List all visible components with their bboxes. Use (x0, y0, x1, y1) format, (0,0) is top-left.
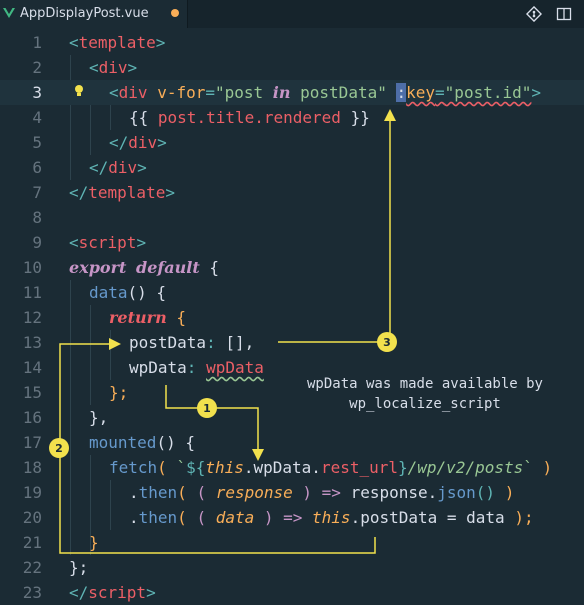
lightbulb-icon[interactable] (73, 84, 85, 98)
line-number: 15 (22, 383, 42, 402)
indent-guide (110, 105, 111, 130)
git-compare-icon[interactable] (526, 6, 542, 22)
line-number: 18 (22, 458, 42, 477)
code-line[interactable]: mounted() { (89, 433, 195, 452)
code-line[interactable]: }; (69, 558, 89, 577)
editor-tab[interactable]: AppDisplayPost.vue (0, 0, 188, 28)
code-line[interactable]: <script> (69, 233, 147, 252)
tab-bar: AppDisplayPost.vue (0, 0, 584, 28)
line-number: 9 (32, 233, 42, 252)
code-line[interactable]: </script> (69, 583, 156, 602)
code-line[interactable]: </div> (109, 133, 167, 152)
code-line[interactable]: </template> (69, 183, 175, 202)
code-line[interactable]: <template> (69, 33, 166, 52)
indent-guide (90, 80, 91, 155)
line-number: 7 (32, 183, 42, 202)
code-line[interactable]: export default { (69, 258, 220, 277)
code-line[interactable]: data() { (89, 283, 167, 302)
line-number: 12 (22, 308, 42, 327)
line-number: 2 (32, 58, 42, 77)
code-line[interactable]: return { (109, 308, 186, 327)
unsaved-indicator-icon[interactable] (171, 9, 179, 17)
indent-guide (70, 55, 71, 180)
line-number: 4 (32, 108, 42, 127)
line-number-current: 3 (32, 83, 42, 102)
code-line[interactable]: postData: [], (129, 333, 255, 352)
code-line[interactable]: <div v-for="post in postData" :key="post… (109, 83, 542, 102)
code-line[interactable]: <div> (89, 58, 138, 77)
code-line[interactable]: </div> (89, 158, 147, 177)
vue-icon (3, 8, 15, 18)
code-line[interactable]: .then( ( response ) => response.json() ) (129, 483, 515, 502)
line-number: 20 (22, 508, 42, 527)
line-number: 5 (32, 133, 42, 152)
active-line-highlight (0, 80, 584, 105)
annotation-note-line1: wpData was made available by (306, 376, 543, 392)
code-editor[interactable]: 1 2 3 4 5 6 7 8 9 10 11 12 13 14 15 16 1… (0, 30, 584, 602)
line-number: 23 (22, 583, 42, 602)
line-number: 11 (22, 283, 42, 302)
line-number: 10 (22, 258, 42, 277)
annotation-note: wpData was made available by wp_localize… (290, 374, 560, 414)
line-number: 21 (22, 533, 42, 552)
split-editor-icon[interactable] (556, 6, 572, 22)
code-line[interactable]: {{ post.title.rendered }} (129, 108, 370, 127)
annotation-note-line2: wp_localize_script (349, 396, 501, 412)
line-number: 14 (22, 358, 42, 377)
line-number: 16 (22, 408, 42, 427)
line-number: 17 (22, 433, 42, 452)
line-number: 13 (22, 333, 42, 352)
tab-filename: AppDisplayPost.vue (20, 6, 149, 21)
line-number: 8 (32, 208, 42, 227)
line-number: 6 (32, 158, 42, 177)
line-number: 1 (32, 33, 42, 52)
line-number: 22 (22, 558, 42, 577)
code-line[interactable]: } (89, 533, 99, 552)
code-line[interactable]: .then( ( data ) => this.postData = data … (129, 508, 534, 527)
line-number: 19 (22, 483, 42, 502)
code-line[interactable]: fetch( `${this.wpData.rest_url}/wp/v2/po… (109, 458, 553, 477)
